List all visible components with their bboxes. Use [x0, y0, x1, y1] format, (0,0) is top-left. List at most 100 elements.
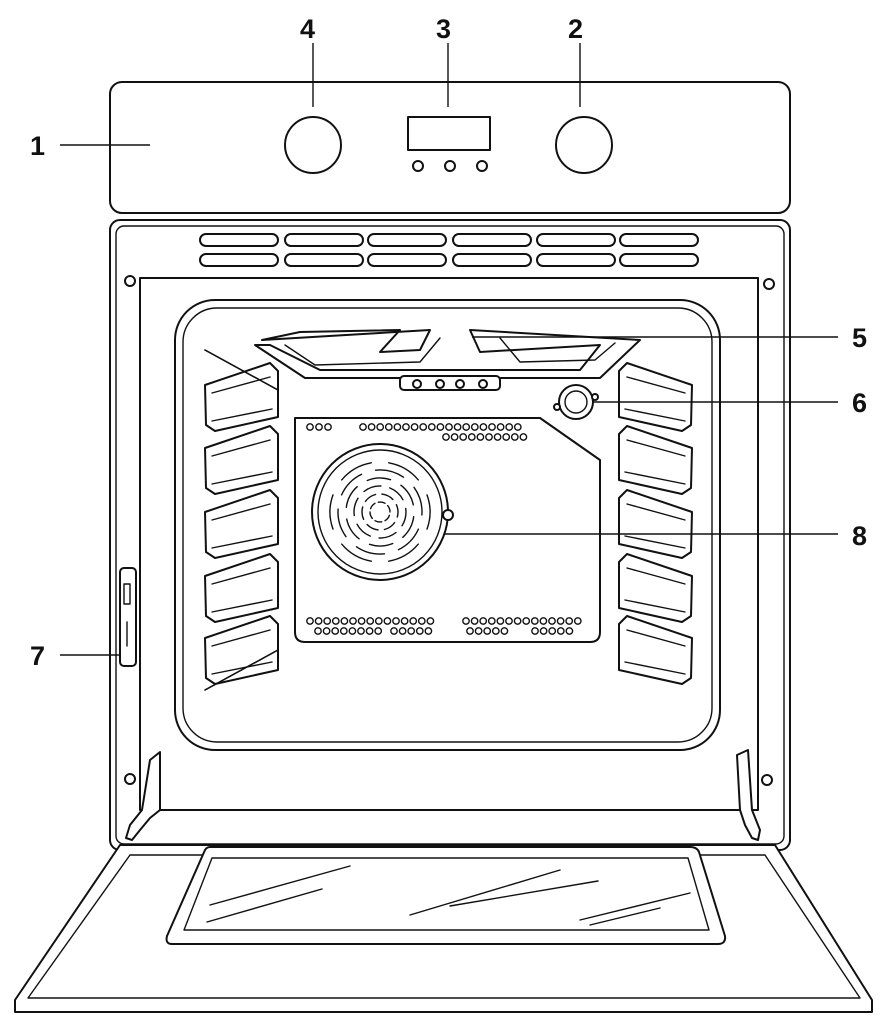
shelf-rail	[618, 362, 693, 432]
vent-hole	[306, 423, 314, 431]
vent-hole	[483, 627, 492, 635]
door-switch	[119, 567, 137, 667]
vent-hole	[383, 617, 392, 625]
vent-slot	[367, 233, 447, 247]
fan-icon	[329, 462, 431, 562]
shelf-rail	[618, 615, 693, 685]
shelf-rail	[204, 553, 279, 623]
vent-hole	[348, 627, 357, 635]
vent-hole	[384, 423, 393, 431]
vent-slot	[199, 253, 279, 267]
vent-hole	[488, 423, 496, 431]
vent-hole	[565, 627, 574, 635]
vent-hole	[474, 627, 483, 635]
vent-hole	[445, 423, 453, 431]
vent-hole	[322, 627, 331, 635]
door-hinges	[125, 749, 761, 841]
vent-hole	[466, 627, 474, 635]
vent-hole	[573, 617, 582, 625]
vent-hole	[462, 617, 470, 625]
screw-icon	[763, 278, 775, 290]
vent-hole	[436, 423, 445, 431]
glass-reflection	[209, 865, 351, 906]
glass-reflection	[206, 888, 323, 923]
leader-lines	[60, 43, 838, 656]
vent-hole	[367, 423, 376, 431]
vent-hole	[398, 627, 407, 635]
shelf-support-right	[204, 349, 693, 691]
vent-hole	[487, 617, 496, 625]
vent-hole	[496, 423, 505, 431]
vent-hole	[470, 617, 479, 625]
vent-hole	[485, 433, 493, 441]
shelf-rail	[204, 489, 279, 559]
glass-reflection	[579, 892, 691, 921]
vent-hole	[531, 627, 539, 635]
vent-hole	[556, 617, 565, 625]
vent-hole	[505, 617, 513, 625]
vent-hole	[306, 617, 314, 625]
vent-hole	[500, 627, 509, 635]
vent-hole	[505, 423, 514, 431]
vent-hole	[522, 617, 531, 625]
vent-hole	[359, 423, 367, 431]
display-button-middle	[444, 160, 456, 172]
shelf-rail	[204, 615, 279, 685]
glass-reflection	[589, 907, 661, 926]
vent-hole	[314, 617, 323, 625]
vent-hole	[493, 433, 502, 441]
vent-hole	[349, 617, 357, 625]
vent-hole	[340, 617, 349, 625]
vent-hole	[410, 423, 419, 431]
vent-hole	[442, 433, 450, 441]
vent-hole	[339, 627, 348, 635]
vent-hole	[374, 617, 383, 625]
vent-slot	[452, 233, 532, 247]
vent-hole	[400, 617, 409, 625]
glass-reflection	[449, 880, 599, 907]
vent-hole	[510, 433, 519, 441]
vent-hole	[424, 627, 433, 635]
callout-1: 1	[30, 131, 45, 161]
vent-hole	[390, 627, 398, 635]
vent-hole	[409, 617, 418, 625]
vent-hole	[479, 617, 488, 625]
display-screen	[407, 116, 491, 151]
ventilation-slots	[199, 233, 699, 267]
shelf-rail	[618, 489, 693, 559]
vent-hole	[331, 617, 340, 625]
vent-hole	[366, 617, 375, 625]
vent-slot	[619, 253, 699, 267]
vent-hole	[470, 423, 479, 431]
vent-hole	[417, 617, 426, 625]
vent-hole	[376, 423, 385, 431]
vent-hole	[415, 627, 424, 635]
shelf-rail	[618, 553, 693, 623]
vent-slot	[536, 253, 616, 267]
callout-labels: 1 2 3 4 5 6 7 8	[30, 14, 867, 671]
screw-icon	[124, 275, 136, 287]
shelf-rail	[618, 425, 693, 495]
screw-icon	[761, 774, 773, 786]
shelf-support-left	[204, 349, 279, 691]
vent-hole	[530, 617, 539, 625]
vent-hole	[548, 617, 556, 625]
callout-3: 3	[436, 14, 451, 44]
vent-hole	[357, 617, 366, 625]
vent-hole	[539, 617, 548, 625]
vent-hole	[324, 423, 332, 431]
vent-hole	[365, 627, 374, 635]
vent-hole	[556, 627, 565, 635]
callout-8: 8	[852, 521, 867, 551]
vent-hole	[450, 433, 459, 441]
vent-hole	[323, 617, 332, 625]
vent-hole	[513, 423, 522, 431]
callout-5: 5	[852, 323, 867, 353]
vent-hole	[426, 617, 435, 625]
display-button-right	[476, 160, 488, 172]
vent-hole	[374, 627, 383, 635]
vent-hole	[519, 433, 528, 441]
vent-hole	[565, 617, 574, 625]
vent-hole	[407, 627, 416, 635]
ventilation-holes	[306, 423, 582, 635]
